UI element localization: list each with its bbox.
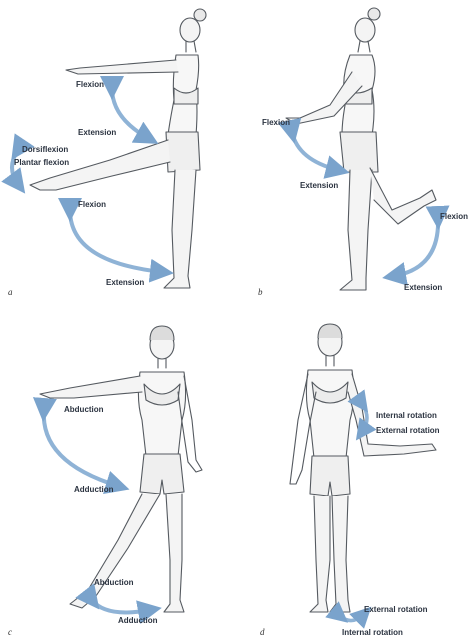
label-b-extension-arm: Extension xyxy=(300,181,338,191)
label-a-plantar-flexion: Plantar flexion xyxy=(14,158,69,168)
arrow-d-hip-rotation xyxy=(340,614,364,621)
arrow-b-shoulder-arc xyxy=(292,132,338,170)
label-b-flexion-knee: Flexion xyxy=(440,212,468,222)
label-a-extension-arm: Extension xyxy=(78,128,116,138)
arrow-a-hip-arc xyxy=(70,210,162,272)
label-b-extension-knee: Extension xyxy=(404,283,442,293)
figure-b-standing-side xyxy=(286,8,436,290)
panel-letter-a: a xyxy=(8,287,13,297)
figure-d-standing-front xyxy=(290,324,436,612)
label-b-flexion-arm: Flexion xyxy=(262,118,290,128)
label-a-dorsiflexion: Dorsiflexion xyxy=(22,145,68,155)
label-d-external-rotation-arm: External rotation xyxy=(376,426,440,436)
panel-letter-d: d xyxy=(260,627,265,637)
label-a-extension-leg: Extension xyxy=(106,278,144,288)
label-c-abduction-leg: Abduction xyxy=(94,578,134,588)
arrow-a-shoulder-arc xyxy=(112,88,148,138)
figure-c-standing-front xyxy=(40,326,202,612)
label-d-internal-rotation-leg: Internal rotation xyxy=(342,628,403,638)
label-a-flexion-arm: Flexion xyxy=(76,80,104,90)
label-a-flexion-leg: Flexion xyxy=(78,200,106,210)
arrow-b-knee-arc xyxy=(394,218,438,276)
arrow-c-shoulder-arc xyxy=(44,410,118,486)
label-c-adduction-arm: Adduction xyxy=(74,485,114,495)
label-c-abduction-arm: Abduction xyxy=(64,405,104,415)
label-d-internal-rotation-arm: Internal rotation xyxy=(376,411,437,421)
arrow-c-hip-arc xyxy=(92,600,150,612)
panel-letter-c: c xyxy=(8,627,12,637)
label-c-adduction-leg: Adduction xyxy=(118,616,158,626)
panel-letter-b: b xyxy=(258,287,263,297)
label-d-external-rotation-leg: External rotation xyxy=(364,605,428,615)
